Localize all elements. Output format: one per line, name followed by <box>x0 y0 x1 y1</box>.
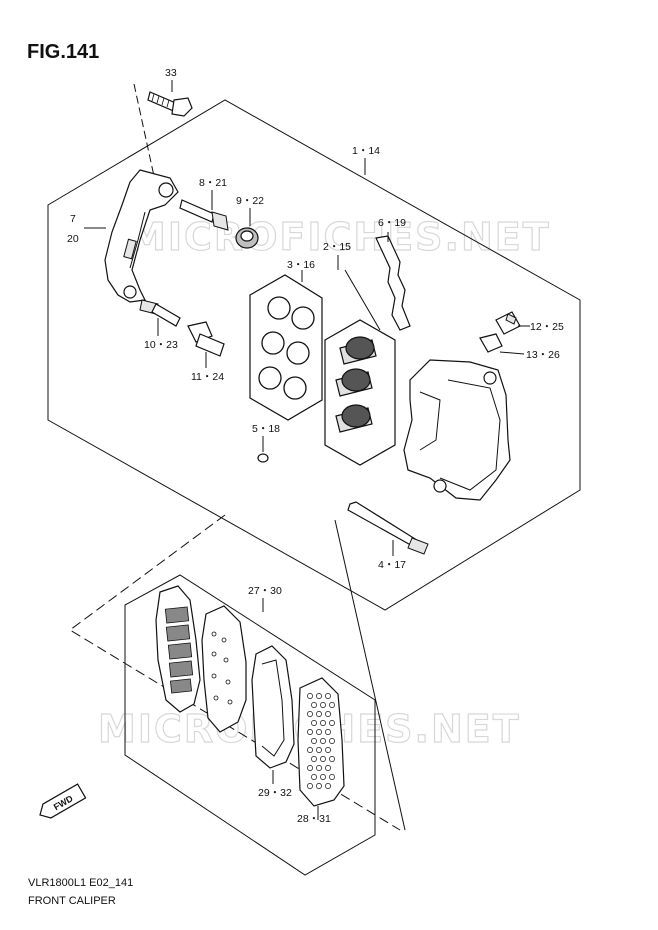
pin-icon <box>139 299 181 336</box>
shim-hole <box>320 720 326 726</box>
callout-8-21: 8・21 <box>199 177 227 189</box>
brake-pad-icon <box>201 605 247 733</box>
shim-hole <box>325 711 331 717</box>
washer-icon <box>257 436 269 463</box>
callout-20: 20 <box>67 233 79 245</box>
boot-icon <box>235 208 259 249</box>
shim-hole <box>316 783 322 789</box>
shim-hole <box>307 765 313 771</box>
bleeder-icon <box>479 311 530 355</box>
leader-bolt-dashed <box>133 83 158 191</box>
shim-hole <box>316 711 322 717</box>
figure-title: FIG.141 <box>27 41 99 63</box>
shim-hole <box>311 774 317 780</box>
shim-hole <box>307 783 313 789</box>
shim-hole <box>311 702 317 708</box>
piston-icon <box>324 255 396 466</box>
callout-1-14: 1・14 <box>352 145 380 157</box>
shim-hole <box>316 693 322 699</box>
shim-hole <box>325 747 331 753</box>
shim-hole <box>320 756 326 762</box>
shim-hole <box>320 774 326 780</box>
fwd-arrow-icon: FWD <box>39 783 87 819</box>
shim-hole <box>307 729 313 735</box>
shim-hole <box>320 702 326 708</box>
brake-pad-icon <box>155 585 201 713</box>
model-code: VLR1800L1 E02_141 <box>28 877 133 889</box>
shim-hole <box>311 738 317 744</box>
shim-hole <box>325 729 331 735</box>
leader-pad-dashed <box>69 514 401 831</box>
callout-2-15: 2・15 <box>323 241 351 253</box>
leader-pin-to-pad <box>334 519 406 831</box>
seal-kit-icon <box>249 270 323 421</box>
callout-28-31: 28・31 <box>297 813 331 825</box>
watermark-top: MICROFICHES.NET <box>128 215 551 259</box>
callout-13-26: 13・26 <box>526 349 560 361</box>
callout-33: 33 <box>165 67 177 79</box>
callout-27-30: 27・30 <box>248 585 282 597</box>
shim-hole <box>316 729 322 735</box>
shim-hole <box>329 702 335 708</box>
shim-hole <box>311 720 317 726</box>
caliper-bracket-icon <box>104 169 179 303</box>
callout-11-24: 11・24 <box>191 371 224 383</box>
shim-hole <box>325 783 331 789</box>
callout-9-22: 9・22 <box>236 195 264 207</box>
diagram-caption: FRONT CALIPER <box>28 895 116 907</box>
pin-icon <box>347 501 429 556</box>
shim-hole <box>325 693 331 699</box>
pin-icon <box>179 190 229 231</box>
shim-hole <box>320 738 326 744</box>
callout-4-17: 4・17 <box>378 559 406 571</box>
shim-icon <box>251 645 295 784</box>
shim-hole <box>329 774 335 780</box>
shim-hole <box>316 765 322 771</box>
callout-3-16: 3・16 <box>287 259 315 271</box>
spring-clip-icon <box>375 232 411 331</box>
shim-hole <box>316 747 322 753</box>
callout-7: 7 <box>70 213 76 225</box>
pad-kit-outline <box>124 574 376 876</box>
shim-icon <box>297 677 345 820</box>
caliper-assembly-outline <box>47 99 581 611</box>
shim-hole <box>329 756 335 762</box>
callout-6-19: 6・19 <box>378 217 406 229</box>
callout-29-32: 29・32 <box>258 787 292 799</box>
callout-5-18: 5・18 <box>252 423 280 435</box>
shim-hole <box>307 747 313 753</box>
shim-hole <box>307 693 313 699</box>
shim-hole <box>329 720 335 726</box>
callout-10-23: 10・23 <box>144 339 178 351</box>
shim-hole <box>311 756 317 762</box>
bolt-icon <box>147 80 193 117</box>
caliper-body-icon <box>403 359 511 501</box>
shim-hole <box>325 765 331 771</box>
pin-icon <box>187 321 225 368</box>
callout-12-25: 12・25 <box>530 321 564 333</box>
shim-hole <box>329 738 335 744</box>
shim-hole <box>307 711 313 717</box>
